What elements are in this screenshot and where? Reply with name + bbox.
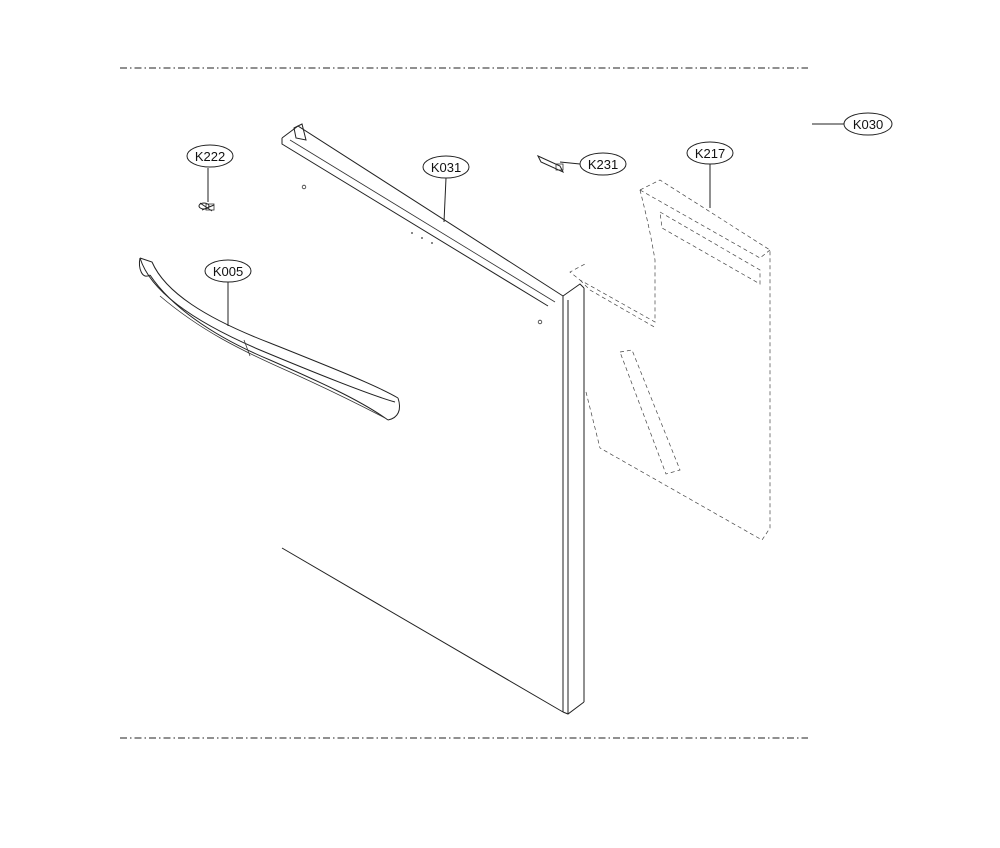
small-clip-part — [536, 154, 565, 174]
door-handle — [139, 257, 401, 421]
callout-k030-label: K030 — [853, 117, 883, 132]
callout-k217-label: K217 — [695, 146, 725, 161]
k031-leader — [443, 177, 447, 223]
callout-k222[interactable]: K222 — [186, 144, 234, 168]
screw-part — [198, 202, 215, 212]
callout-k005-label: K005 — [213, 264, 243, 279]
callout-k005[interactable]: K005 — [204, 259, 252, 283]
callout-k217[interactable]: K217 — [686, 141, 734, 165]
callout-k031[interactable]: K031 — [422, 155, 470, 179]
door-panel — [281, 123, 585, 715]
callout-k030[interactable]: K030 — [843, 112, 893, 136]
callout-k031-label: K031 — [431, 160, 461, 175]
inner-liner — [569, 179, 771, 541]
callout-k231[interactable]: K231 — [579, 152, 627, 176]
callout-k222-label: K222 — [195, 149, 225, 164]
callout-k231-label: K231 — [588, 157, 618, 172]
k231-leader — [559, 161, 581, 165]
